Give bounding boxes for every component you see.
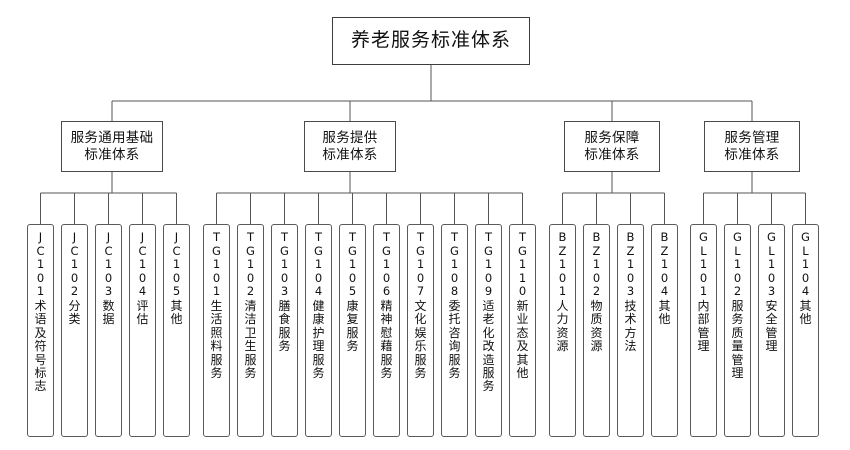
leaf-node-name: 服务质量管理 [731,298,744,380]
leaf-node-name: 其他 [658,298,671,327]
leaf-node-name: 生活照料服务 [210,298,223,380]
leaf-node-name: 新业态及其他 [516,298,529,380]
category-node-label: 服务保障标准体系 [584,130,640,163]
leaf-node-name: 膳食服务 [278,298,291,354]
leaf-node-name: 技术方法 [624,298,637,354]
category-node-label: 服务提供标准体系 [322,130,378,163]
leaf-node-name: 其他 [170,298,183,327]
leaf-node-name: 术语及符号标志 [34,298,47,394]
category-node-label: 服务通用基础标准体系 [70,130,154,163]
root-node: 养老服务标准体系 [332,17,530,65]
leaf-node-name: 精神慰藉服务 [380,298,393,380]
leaf-node-name: 其他 [799,298,812,327]
category-node-label: 服务管理标准体系 [724,130,780,163]
leaf-node-name: 适老化改造服务 [482,298,495,394]
leaf-node-name: 评估 [136,298,149,327]
category-node-gl: 服务管理标准体系 [704,121,800,172]
leaf-node-name: 内部管理 [697,298,710,354]
leaf-node-name: 分类 [68,298,81,327]
leaf-node-name: 委托咨询服务 [448,298,461,380]
leaf-node-name: 清洁卫生服务 [244,298,257,380]
leaf-node-name: 安全管理 [765,298,778,354]
category-node-jc: 服务通用基础标准体系 [61,121,163,172]
leaf-node-name: 物质资源 [590,298,603,354]
root-node-label: 养老服务标准体系 [350,29,511,52]
leaf-node-name: 数据 [102,298,115,327]
leaf-node-name: 健康护理服务 [312,298,325,380]
leaf-node-name: 人力资源 [556,298,569,354]
leaf-node-name: 文化娱乐服务 [414,298,427,380]
category-node-bz: 服务保障标准体系 [564,121,660,172]
category-node-tg: 服务提供标准体系 [304,121,396,172]
leaf-node-name: 康复服务 [346,298,359,354]
